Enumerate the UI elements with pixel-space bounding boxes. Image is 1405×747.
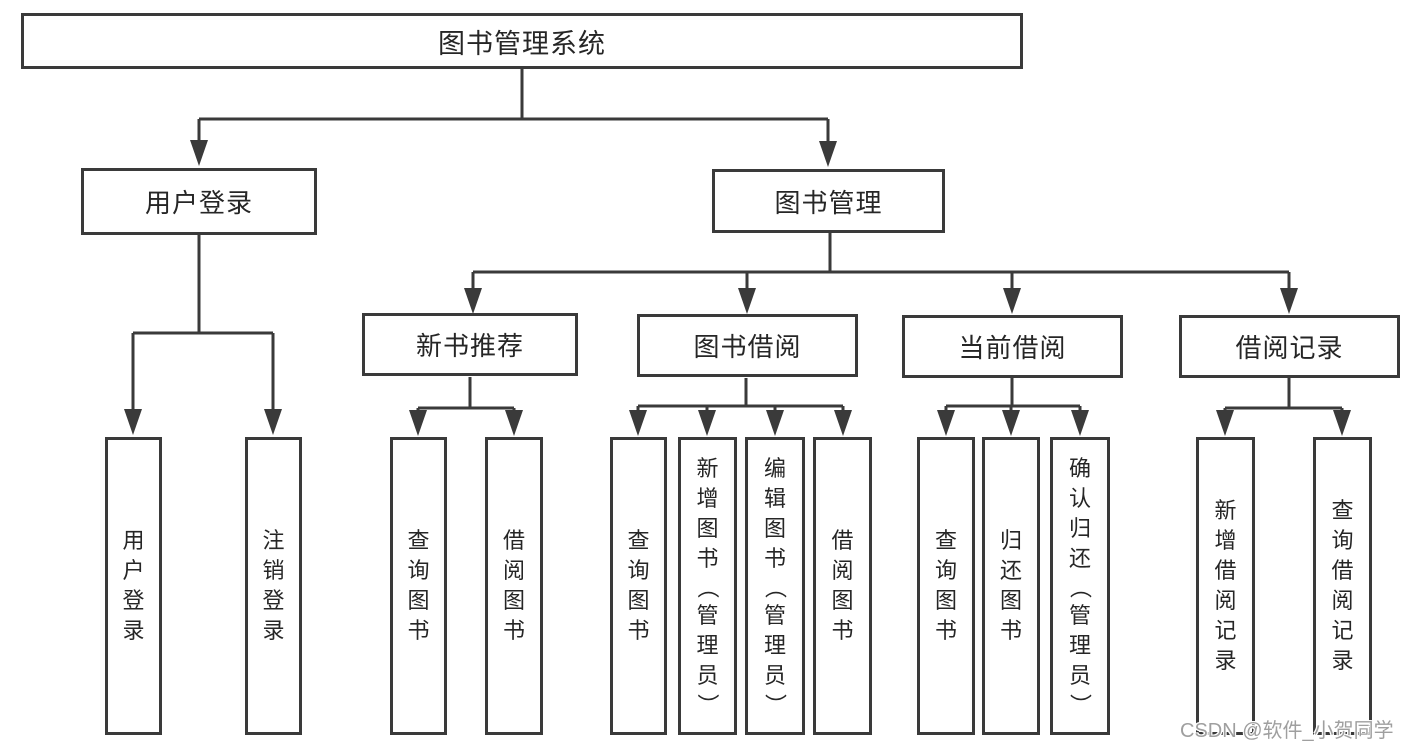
arrowheads: [124, 140, 1351, 436]
leaf-confirm-return-admin: 确认归还（管理员）: [1050, 437, 1110, 735]
leaf-query-books-recommend: 查询图书: [390, 437, 447, 735]
leaf-label: 编辑图书（管理员）: [762, 456, 788, 716]
leaf-label: 查询图书: [627, 528, 650, 643]
leaf-borrow-books-recommend: 借阅图书: [485, 437, 543, 735]
node-current-borrowing: 当前借阅: [902, 315, 1123, 378]
leaf-edit-books-admin: 编辑图书（管理员）: [745, 437, 805, 735]
connector-user-split: [131, 235, 275, 412]
connector-new-split: [416, 377, 516, 415]
leaf-label: 确认归还（管理员）: [1067, 456, 1093, 716]
leaf-add-borrow-record: 新增借阅记录: [1196, 437, 1255, 735]
node-label: 图书管理系统: [438, 28, 606, 59]
leaf-query-books-borrowing: 查询图书: [610, 437, 667, 735]
connector-book-split: [471, 233, 1291, 291]
leaf-label: 注销登录: [262, 528, 285, 643]
leaf-logout: 注销登录: [245, 437, 302, 735]
node-book-borrowing: 图书借阅: [637, 314, 858, 377]
leaf-user-login: 用户登录: [105, 437, 162, 735]
leaf-borrow-books: 借阅图书: [813, 437, 872, 735]
leaf-label: 查询图书: [407, 528, 430, 643]
leaf-label: 新增借阅记录: [1214, 498, 1237, 673]
leaf-label: 查询图书: [934, 528, 957, 643]
node-label: 当前借阅: [958, 333, 1067, 363]
csdn-watermark: CSDN @软件_小贺同学: [1180, 720, 1394, 742]
connector-borrow-split: [636, 378, 845, 415]
leaf-label: 借阅图书: [831, 528, 854, 643]
node-borrow-records: 借阅记录: [1179, 315, 1400, 378]
leaf-label: 归还图书: [999, 528, 1022, 643]
connector-record-split: [1223, 378, 1344, 415]
node-label: 新书推荐: [415, 331, 524, 361]
node-new-book-recommend: 新书推荐: [362, 313, 578, 376]
leaf-query-borrow-record: 查询借阅记录: [1313, 437, 1372, 735]
connector-root-split: [197, 69, 830, 146]
node-system-root: 图书管理系统: [21, 13, 1023, 69]
node-user-login: 用户登录: [81, 168, 317, 235]
leaf-label: 借阅图书: [502, 528, 525, 643]
leaf-label: 查询借阅记录: [1331, 498, 1354, 673]
leaf-query-books-current: 查询图书: [917, 437, 975, 735]
node-label: 图书借阅: [693, 332, 802, 362]
leaf-label: 新增图书（管理员）: [695, 456, 720, 716]
leaf-label: 用户登录: [122, 528, 145, 643]
connector-current-split: [944, 378, 1082, 415]
node-book-management: 图书管理: [712, 169, 945, 233]
leaf-return-books: 归还图书: [982, 437, 1040, 735]
node-label: 图书管理: [774, 187, 883, 218]
leaf-add-books-admin: 新增图书（管理员）: [678, 437, 737, 735]
node-label: 用户登录: [144, 188, 253, 218]
node-label: 借阅记录: [1235, 333, 1344, 363]
